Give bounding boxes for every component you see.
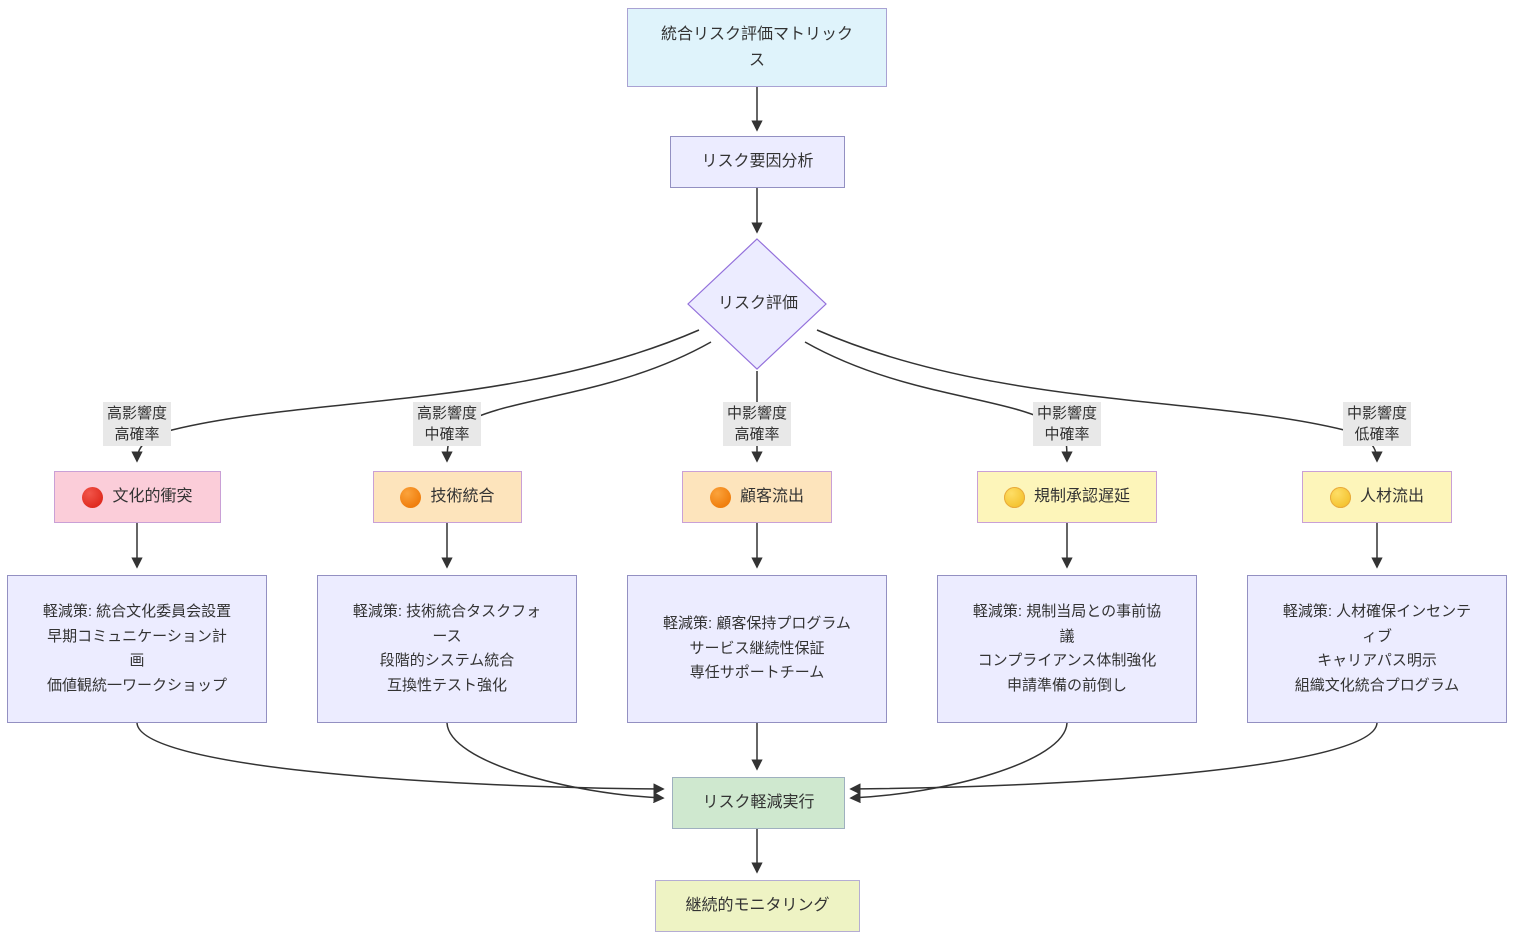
mitigation-line: コンプライアンス体制強化 bbox=[977, 652, 1157, 669]
node-culture-mitigation: 軽減策: 統合文化委員会設置 早期コミュニケーション計画 価値観統一ワークショッ… bbox=[7, 575, 267, 723]
edge-label-mid-impact-high-prob: 中影響度 高確率 bbox=[722, 402, 792, 446]
node-risk-evaluation: リスク評価 bbox=[689, 280, 827, 328]
edge-label-line: 中確率 bbox=[424, 426, 470, 443]
edge-mitigation4-to-execute bbox=[849, 722, 1068, 804]
node-label: 継続的モニタリング bbox=[685, 897, 830, 914]
edge-mitigation5-to-execute bbox=[849, 722, 1378, 795]
mitigation-line: 価値観統一ワークショップ bbox=[46, 676, 227, 694]
decision-diamond-shape bbox=[687, 238, 827, 370]
mitigation-line: 申請準備の前倒し bbox=[1006, 676, 1127, 694]
node-label: リスク軽減実行 bbox=[702, 794, 815, 811]
mitigation-line: 軽減策: 顧客保持プログラム bbox=[663, 615, 851, 633]
orange-circle-icon bbox=[400, 486, 422, 508]
edge-mitigation2-to-execute bbox=[446, 722, 665, 804]
node-continuous-monitoring: 継続的モニタリング bbox=[655, 880, 860, 932]
node-customer-mitigation: 軽減策: 顧客保持プログラム サービス継続性保証 専任サポートチーム bbox=[627, 575, 887, 723]
node-label: リスク評価 bbox=[717, 295, 798, 312]
node-tech-risk: 技術統合 bbox=[373, 471, 522, 523]
node-culture-risk: 文化的衝突 bbox=[54, 471, 221, 523]
node-regulatory-risk: 規制承認遅延 bbox=[977, 471, 1157, 523]
edge-label-high-impact-mid-prob: 高影響度 中確率 bbox=[412, 402, 482, 446]
node-label: リスク要因分析 bbox=[701, 153, 814, 170]
orange-circle-icon bbox=[709, 486, 731, 508]
edge-label-line: 高影響度 bbox=[416, 405, 478, 422]
yellow-circle-icon bbox=[1003, 486, 1025, 508]
edge-decision-to-tech bbox=[441, 341, 712, 463]
node-label: 顧客流出 bbox=[739, 488, 804, 505]
mitigation-line: 軽減策: 人材確保インセンティブ bbox=[1282, 603, 1472, 645]
node-label: 統合リスク評価マトリックス bbox=[660, 25, 853, 69]
mitigation-line: 軽減策: 統合文化委員会設置 bbox=[42, 603, 232, 620]
edge-label-line: 中影響度 bbox=[1346, 405, 1408, 422]
mitigation-line: キャリアパス明示 bbox=[1317, 652, 1437, 669]
node-label: 文化的衝突 bbox=[112, 488, 193, 505]
node-risk-matrix-title: 統合リスク評価マトリックス bbox=[627, 8, 887, 87]
yellow-circle-icon bbox=[1329, 486, 1351, 508]
edge-label-line: 低確率 bbox=[1354, 426, 1400, 443]
mitigation-line: 軽減策: 規制当局との事前協議 bbox=[972, 603, 1162, 645]
edge-label-line: 中影響度 bbox=[726, 405, 788, 422]
edge-label-line: 中確率 bbox=[1044, 426, 1090, 443]
mitigation-line: 早期コミュニケーション計画 bbox=[47, 627, 227, 670]
mitigation-line: 段階的システム統合 bbox=[379, 652, 515, 669]
node-risk-mitigation-execution: リスク軽減実行 bbox=[672, 777, 845, 829]
edge-decision-to-regulatory bbox=[804, 341, 1073, 463]
mitigation-line: 互換性テスト強化 bbox=[386, 676, 507, 694]
red-circle-icon bbox=[82, 486, 104, 508]
node-talent-mitigation: 軽減策: 人材確保インセンティブ キャリアパス明示 組織文化統合プログラム bbox=[1247, 575, 1507, 723]
edge-label-line: 中影響度 bbox=[1036, 405, 1098, 422]
edge-label-high-impact-high-prob: 高影響度 高確率 bbox=[102, 402, 172, 446]
node-label: 人材流出 bbox=[1359, 488, 1424, 505]
edge-label-line: 高確率 bbox=[734, 426, 780, 443]
node-talent-risk: 人材流出 bbox=[1302, 471, 1452, 523]
edge-label-line: 高影響度 bbox=[106, 405, 168, 422]
mitigation-line: サービス継続性保証 bbox=[689, 639, 825, 657]
mitigation-line: 専任サポートチーム bbox=[689, 664, 825, 682]
node-label: 規制承認遅延 bbox=[1033, 488, 1130, 505]
node-regulatory-mitigation: 軽減策: 規制当局との事前協議 コンプライアンス体制強化 申請準備の前倒し bbox=[937, 575, 1197, 723]
edge-label-line: 高確率 bbox=[114, 426, 160, 443]
node-label: 技術統合 bbox=[430, 488, 495, 505]
node-tech-mitigation: 軽減策: 技術統合タスクフォース 段階的システム統合 互換性テスト強化 bbox=[317, 575, 577, 723]
node-risk-factor-analysis: リスク要因分析 bbox=[670, 136, 845, 188]
mitigation-line: 軽減策: 技術統合タスクフォース bbox=[352, 603, 542, 645]
edge-label-mid-impact-low-prob: 中影響度 低確率 bbox=[1342, 402, 1412, 446]
edge-label-mid-impact-mid-prob: 中影響度 中確率 bbox=[1032, 402, 1102, 446]
node-customer-risk: 顧客流出 bbox=[682, 471, 832, 523]
mitigation-line: 組織文化統合プログラム bbox=[1294, 676, 1460, 694]
edge-mitigation1-to-execute bbox=[136, 722, 665, 795]
